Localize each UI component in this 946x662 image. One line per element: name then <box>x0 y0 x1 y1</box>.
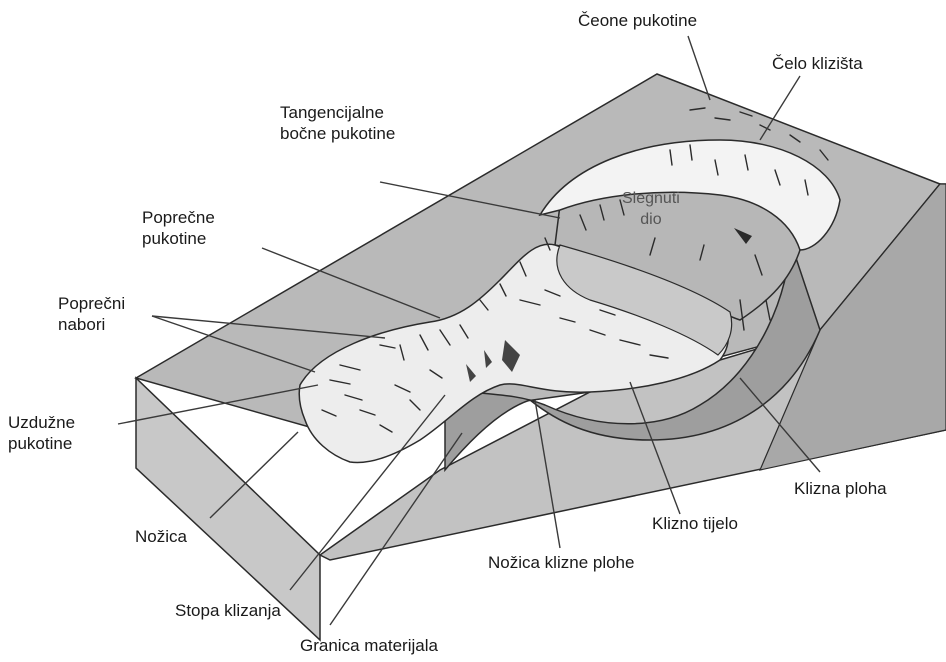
label-slegnuti-dio: Slegnuti dio <box>622 188 680 230</box>
label-klizno-tijelo: Klizno tijelo <box>652 513 738 534</box>
label-granica-materijala: Granica materijala <box>300 635 438 656</box>
label-stopa-klizanja: Stopa klizanja <box>175 600 281 621</box>
label-nozica-klizne-plohe: Nožica klizne plohe <box>488 552 634 573</box>
label-ceone-pukotine: Čeone pukotine <box>578 10 697 31</box>
label-celo-klizista: Čelo klizišta <box>772 53 863 74</box>
label-uzduzne-pukotine: Uzdužne pukotine <box>8 412 75 454</box>
label-nozica: Nožica <box>135 526 187 547</box>
label-poprecni-nabori: Poprečni nabori <box>58 293 125 335</box>
label-klizna-ploha: Klizna ploha <box>794 478 887 499</box>
label-tangencijalne-bocne-pukotine: Tangencijalne bočne pukotine <box>280 102 395 144</box>
label-poprecne-pukotine: Poprečne pukotine <box>142 207 215 249</box>
